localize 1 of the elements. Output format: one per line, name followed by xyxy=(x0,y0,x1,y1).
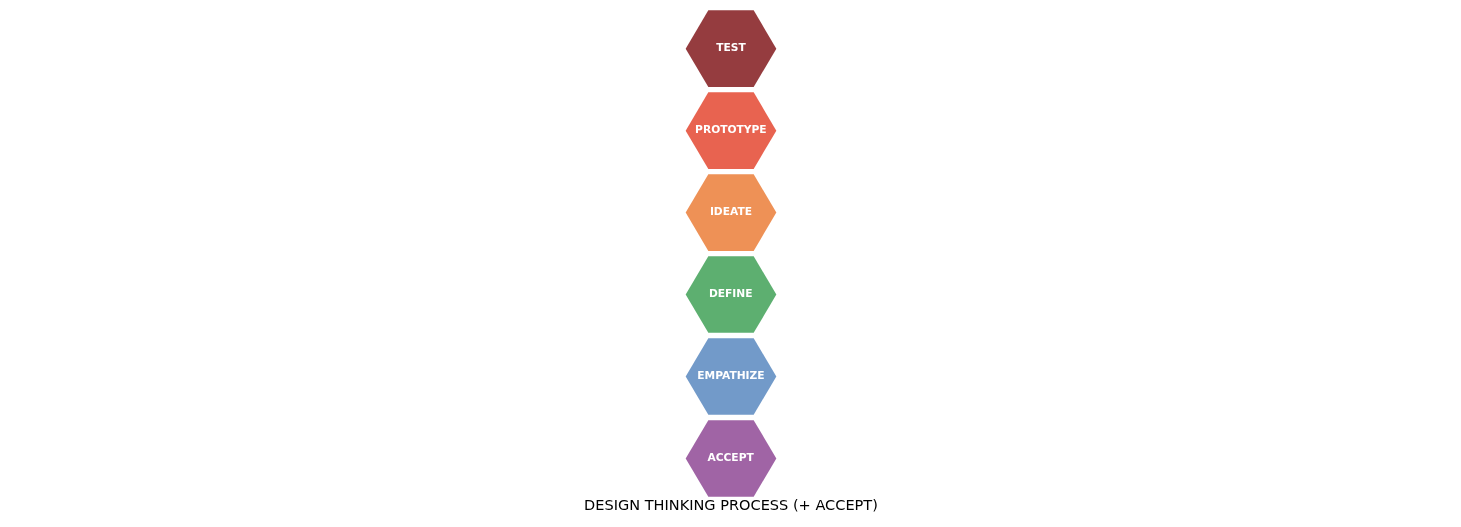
diagram-title: DESIGN THINKING PROCESS (+ ACCEPT) xyxy=(583,497,878,514)
